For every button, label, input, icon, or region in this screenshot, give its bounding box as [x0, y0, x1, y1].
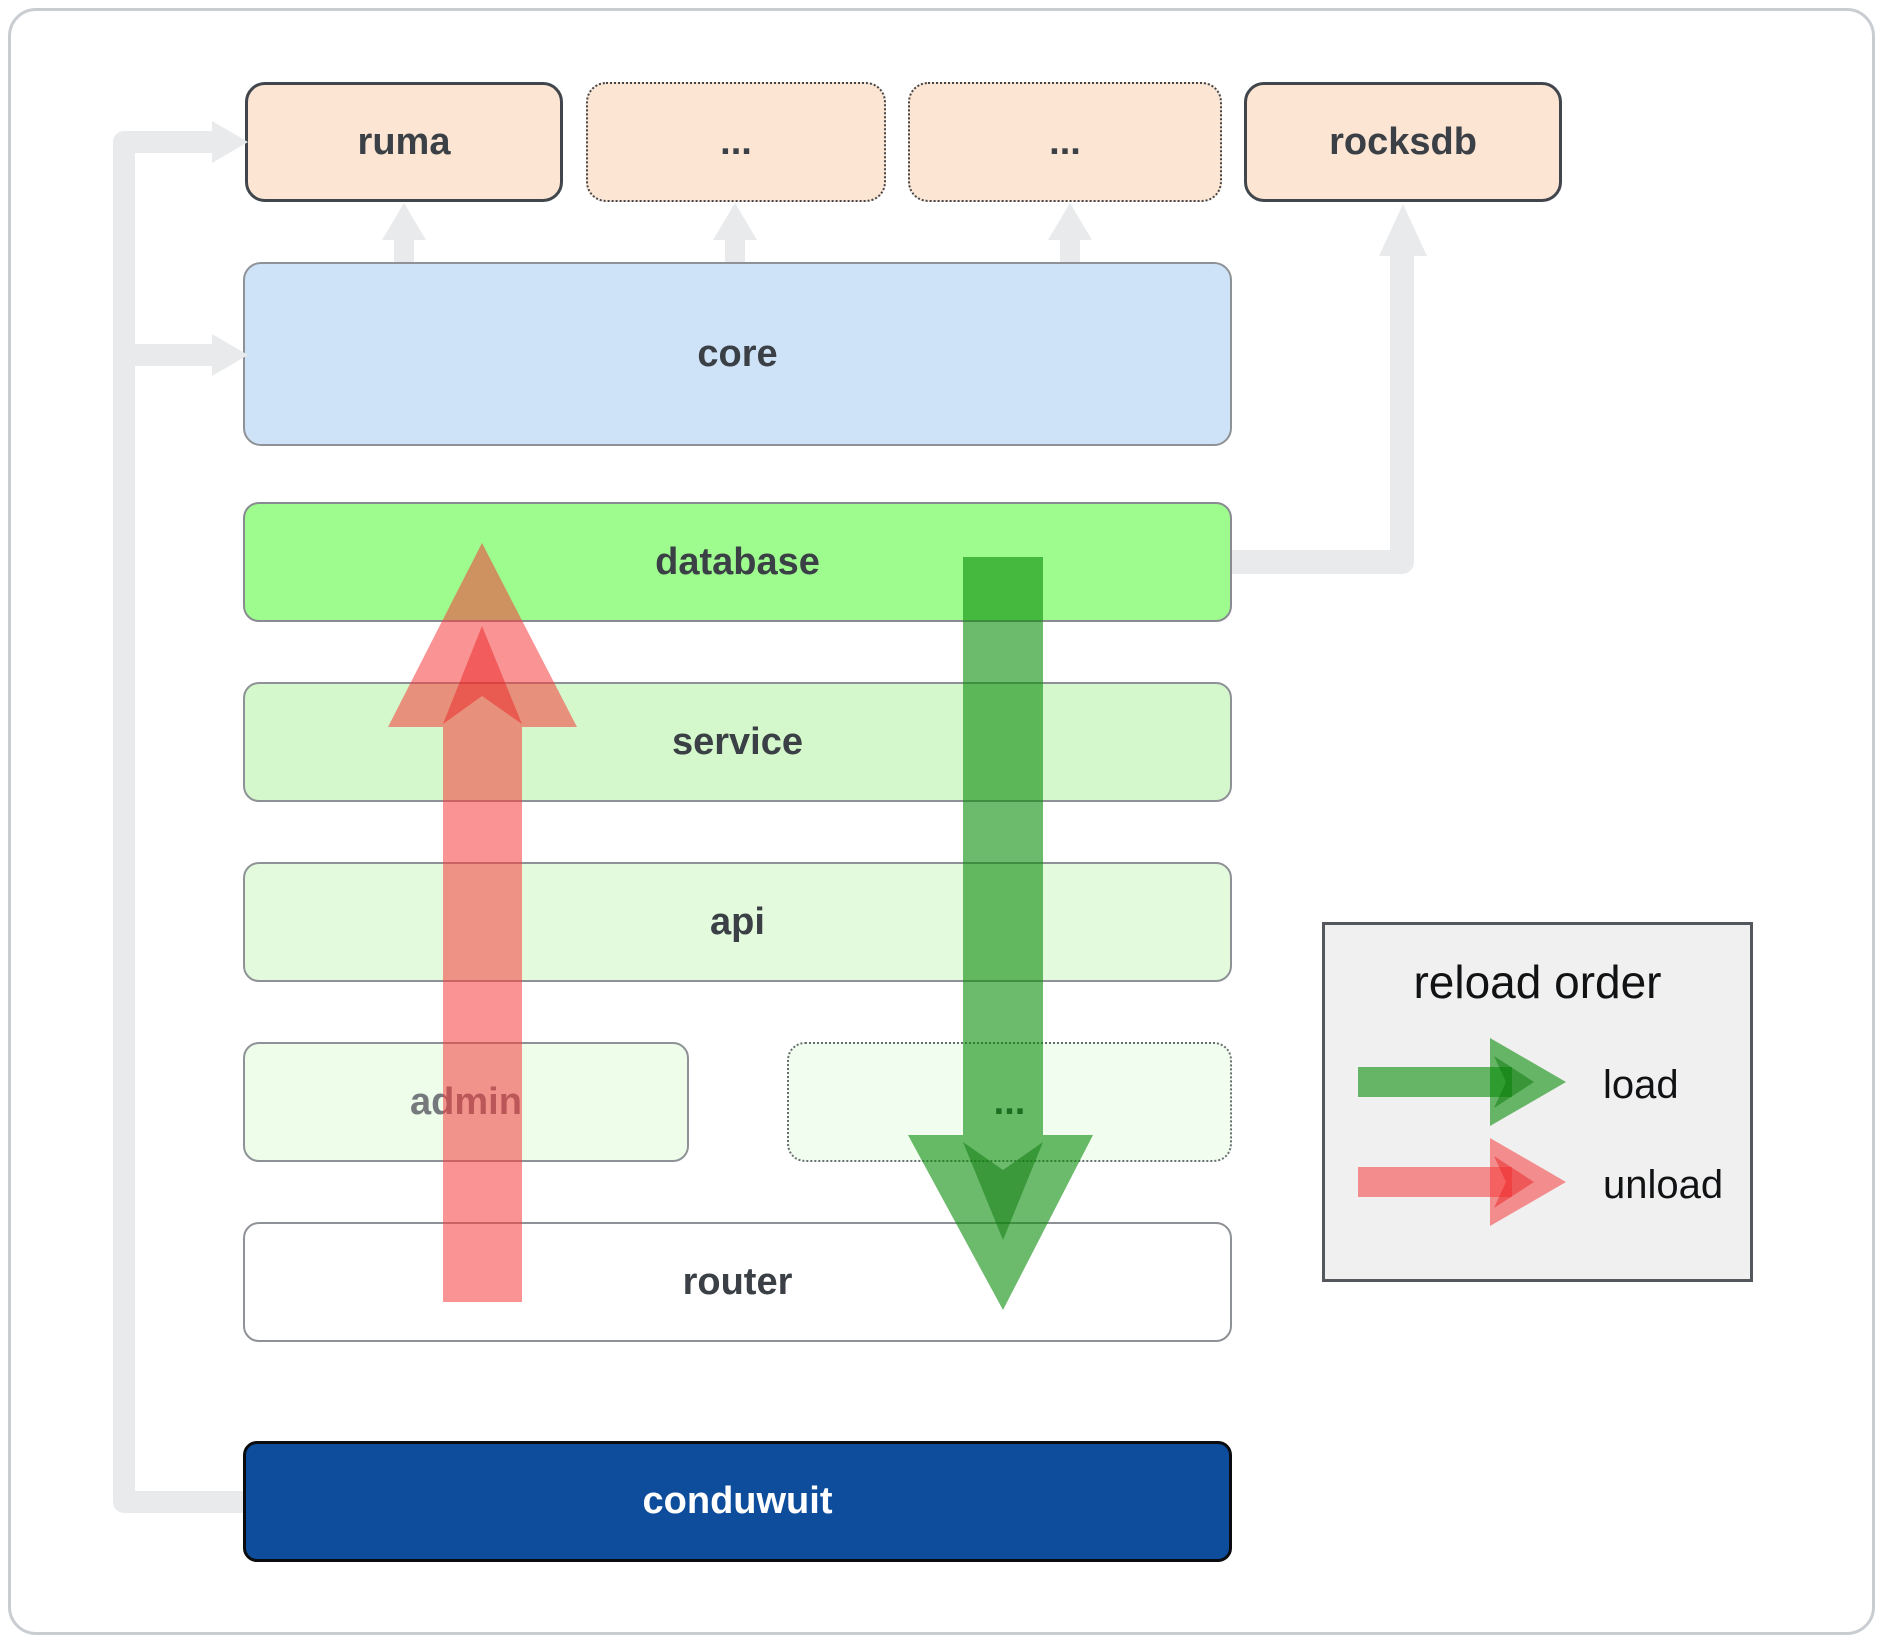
node-service-label: service [671, 720, 803, 763]
node-ellipsis-1-label: ... [720, 120, 752, 163]
node-conduwuit-label: conduwuit [642, 1480, 833, 1522]
node-admin: admin [243, 1042, 689, 1162]
node-ellipsis-2: ... [908, 82, 1222, 202]
node-core-label: core [697, 332, 778, 375]
node-router-label: router [682, 1260, 793, 1303]
node-ellipsis-2-label: ... [1049, 120, 1081, 163]
node-database-label: database [655, 540, 820, 583]
node-api: api [243, 862, 1232, 982]
node-core: core [243, 262, 1232, 446]
node-ellipsis-3: ... [787, 1042, 1232, 1162]
node-ellipsis-1: ... [586, 82, 886, 202]
node-router: router [243, 1222, 1232, 1342]
outer-frame [8, 8, 1875, 1635]
legend-box: reload order load unload [1322, 922, 1753, 1282]
legend-title: reload order [1413, 956, 1662, 1008]
node-rocksdb: rocksdb [1244, 82, 1562, 202]
legend-unload-label: unload [1603, 1163, 1724, 1207]
node-ruma-label: ruma [357, 120, 451, 163]
legend-load-label: load [1603, 1063, 1679, 1107]
node-conduwuit: conduwuit [243, 1441, 1232, 1562]
node-database: database [243, 502, 1232, 622]
node-ellipsis-3-label: ... [993, 1080, 1026, 1123]
node-api-label: api [710, 900, 765, 943]
node-service: service [243, 682, 1232, 802]
node-ruma: ruma [245, 82, 563, 202]
node-admin-label: admin [410, 1080, 522, 1123]
node-rocksdb-label: rocksdb [1329, 120, 1477, 163]
